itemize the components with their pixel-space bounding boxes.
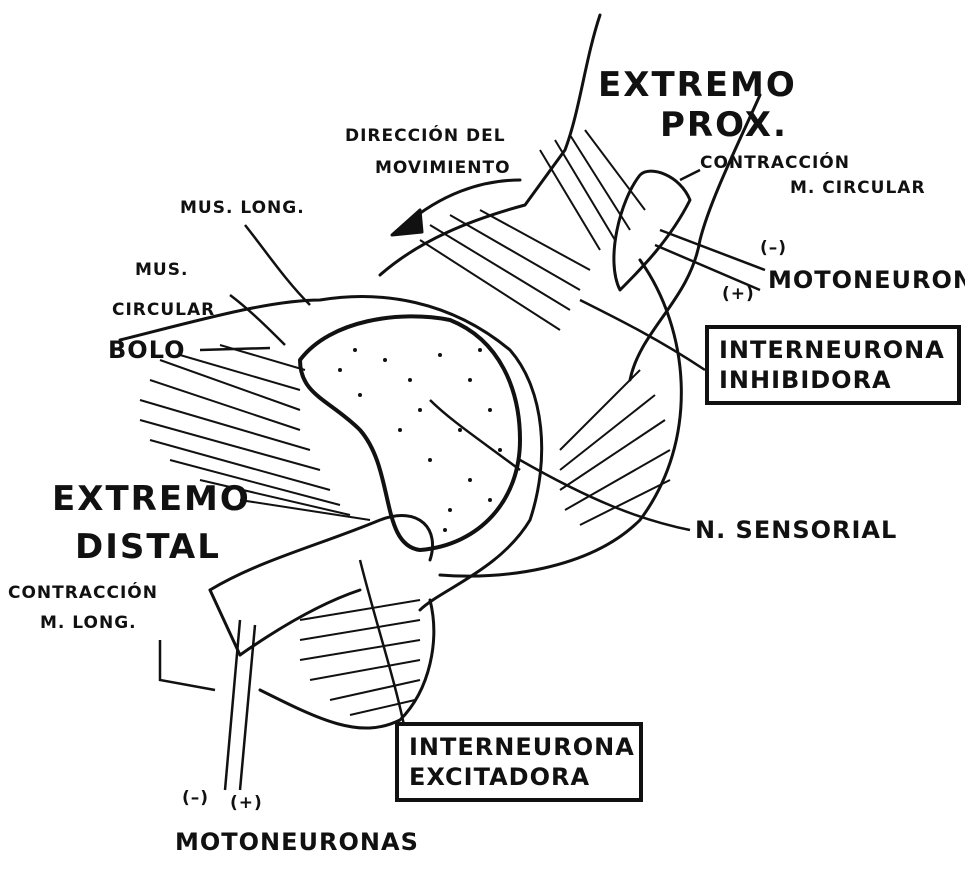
interneurona-inhibidora-box: INTERNEURONA INHIBIDORA bbox=[705, 325, 961, 405]
interneurona-excitadora-line-2: EXCITADORA bbox=[409, 762, 629, 792]
label-direccion-1: DIRECCIÓN DEL bbox=[345, 128, 506, 145]
leader-interneurona-excitadora bbox=[360, 560, 405, 730]
leader-contraccion-circular bbox=[680, 170, 700, 180]
proximal-opening bbox=[614, 171, 690, 290]
motoneuron-fiber-top-1 bbox=[660, 230, 765, 270]
interneurona-excitadora-box: INTERNEURONA EXCITADORA bbox=[395, 722, 643, 802]
label-extremo-prox-1: EXTREMO bbox=[598, 68, 797, 102]
label-sign-plus-bottom: (+) bbox=[230, 795, 263, 812]
label-contraccion-circular-1: CONTRACCIÓN bbox=[700, 155, 850, 172]
motoneuron-fiber-bottom-1 bbox=[225, 620, 240, 790]
label-motoneuronas-top: MOTONEURONAS bbox=[768, 268, 965, 292]
interneurona-inhibidora-line-1: INTERNEURONA bbox=[719, 335, 947, 365]
label-extremo-prox-2: PROX. bbox=[660, 108, 788, 142]
label-sign-minus-top: (–) bbox=[760, 240, 787, 257]
direction-arrow-head bbox=[392, 210, 422, 235]
label-direccion-2: MOVIMIENTO bbox=[375, 160, 511, 177]
leader-mus-long bbox=[245, 225, 310, 305]
leader-interneurona-inhibidora bbox=[580, 300, 705, 370]
label-mus-long: MUS. LONG. bbox=[180, 200, 305, 217]
label-contraccion-circular-2: M. CIRCULAR bbox=[790, 180, 926, 197]
label-extremo-distal-1: EXTREMO bbox=[52, 482, 251, 516]
label-contraccion-long-2: M. LONG. bbox=[40, 615, 137, 632]
label-sign-minus-bottom: (–) bbox=[182, 790, 209, 807]
label-mus-circular-2: CIRCULAR bbox=[112, 302, 215, 319]
label-mus-circular-1: MUS. bbox=[135, 262, 188, 279]
leader-n-sensorial bbox=[520, 460, 690, 530]
interneurona-excitadora-line-1: INTERNEURONA bbox=[409, 732, 629, 762]
label-n-sensorial: N. SENSORIAL bbox=[695, 518, 897, 542]
label-sign-plus-top: (+) bbox=[722, 286, 755, 303]
leader-contraccion-long bbox=[160, 640, 215, 690]
distal-end-cap bbox=[210, 590, 240, 655]
label-extremo-distal-2: DISTAL bbox=[75, 530, 221, 564]
sensory-nerve bbox=[430, 400, 520, 470]
label-bolo: BOLO bbox=[108, 338, 186, 362]
interneurona-inhibidora-line-2: INHIBIDORA bbox=[719, 365, 947, 395]
distal-tube-outline bbox=[210, 516, 433, 590]
leader-bolo bbox=[200, 348, 270, 350]
tube-lower-wall bbox=[260, 600, 434, 728]
distal-tube-lower bbox=[240, 590, 360, 655]
label-motoneuronas-bottom: MOTONEURONAS bbox=[175, 830, 419, 854]
label-contraccion-long-1: CONTRACCIÓN bbox=[8, 585, 158, 602]
